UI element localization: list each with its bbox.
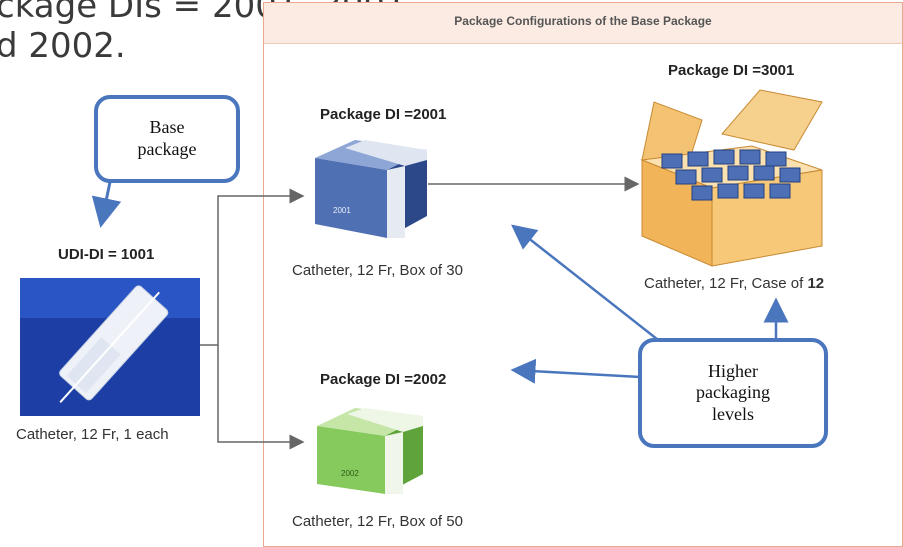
- slide-title-line-2: d 2002.: [0, 26, 126, 66]
- callout-base-package: Base package: [94, 95, 240, 183]
- pkg-2001-caption: Catheter, 12 Fr, Box of 30: [292, 262, 463, 279]
- arrow-higher-to-2001: [511, 224, 663, 344]
- arrow-higher-to-2002: [510, 358, 641, 384]
- pkg-2002-label: Package DI =2002: [320, 371, 447, 388]
- pkg-3001-caption-text: Catheter, 12 Fr, Case of: [644, 275, 804, 292]
- pkg-3001-caption-qty: 12: [807, 275, 825, 292]
- pkg-2001-label: Package DI =2001: [320, 106, 447, 123]
- callout-base-line-2: package: [137, 139, 197, 159]
- base-udi-label: UDI-DI = 1001: [58, 246, 155, 263]
- pkg-3001-case: [640, 89, 823, 267]
- pkg-2002-box: 2002: [317, 408, 423, 494]
- callout-base-line-1: Base: [149, 117, 185, 138]
- pkg-2002-box-text: 2002: [341, 469, 359, 478]
- pkg-3001-label: Package DI =3001: [668, 62, 795, 79]
- pkg-2001-box: 2001: [315, 140, 427, 238]
- callout-higher-line-2: packaging: [696, 382, 770, 403]
- base-caption: Catheter, 12 Fr, 1 each: [16, 426, 169, 443]
- connector-base-to-2002: [217, 345, 305, 450]
- callout-higher-line-3: levels: [712, 403, 754, 424]
- callout-higher-line-1: Higher: [708, 360, 758, 381]
- pkg-3001-caption: Catheter, 12 Fr, Case of 12: [644, 275, 824, 292]
- panel-title: Package Configurations of the Base Packa…: [264, 3, 902, 44]
- callout-higher-packaging-levels: Higher packaging levels: [638, 338, 828, 448]
- pkg-2001-box-text: 2001: [333, 206, 351, 215]
- pkg-2002-caption: Catheter, 12 Fr, Box of 50: [292, 513, 463, 530]
- catheter-photo: [20, 278, 200, 416]
- connector-base-to-2001: [200, 188, 305, 346]
- arrow-base-callout: [91, 181, 122, 228]
